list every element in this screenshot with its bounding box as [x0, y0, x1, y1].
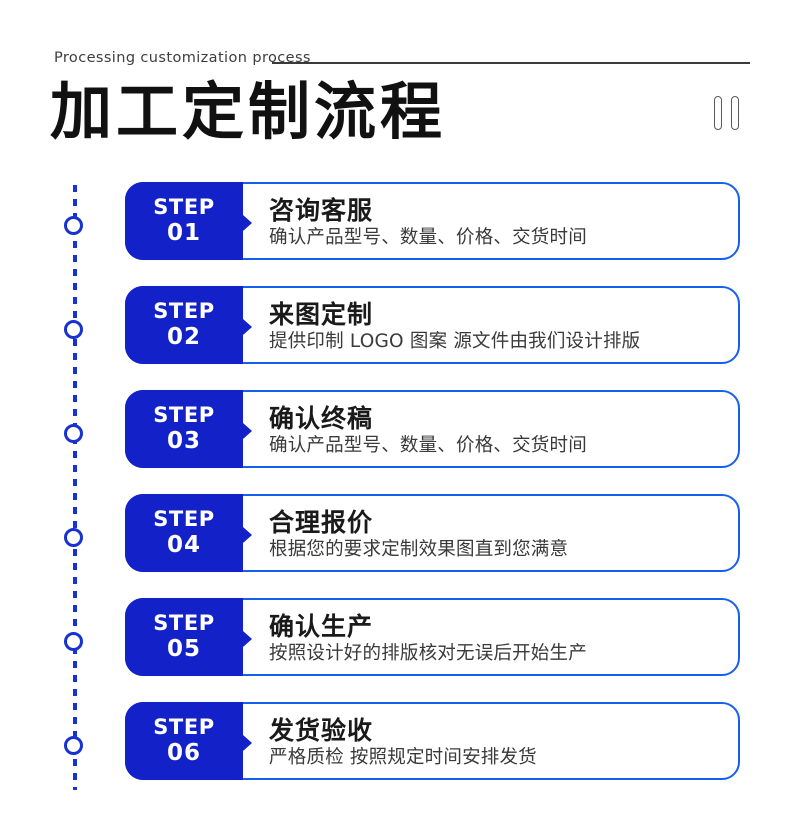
pause-bar-left [714, 96, 722, 130]
timeline-dot-6 [64, 736, 83, 755]
step-card[interactable]: STEP 02 来图定制 提供印制 LOGO 图案 源文件由我们设计排版 [125, 286, 740, 364]
step-title: 发货验收 [269, 716, 374, 745]
step-body: 合理报价 根据您的要求定制效果图直到您满意 [269, 496, 724, 574]
step-body: 确认终稿 确认产品型号、数量、价格、交货时间 [269, 392, 724, 470]
step-title: 咨询客服 [269, 196, 374, 225]
step-list: STEP 01 咨询客服 确认产品型号、数量、价格、交货时间 STEP 02 来… [125, 182, 740, 806]
step-number: 03 [166, 428, 201, 454]
step-description: 根据您的要求定制效果图直到您满意 [269, 539, 569, 560]
badge-arrow-icon [243, 423, 252, 439]
page-header: Processing customization process 加工定制流程 [0, 0, 800, 172]
step-description: 确认产品型号、数量、价格、交货时间 [269, 227, 587, 248]
step-title: 确认生产 [269, 612, 374, 641]
step-card[interactable]: STEP 05 确认生产 按照设计好的排版核对无误后开始生产 [125, 598, 740, 676]
step-description: 按照设计好的排版核对无误后开始生产 [269, 643, 587, 664]
step-number: 01 [166, 220, 201, 246]
timeline-dot-3 [64, 424, 83, 443]
step-body: 咨询客服 确认产品型号、数量、价格、交货时间 [269, 184, 724, 262]
pause-bar-right [731, 96, 739, 130]
step-label: STEP [153, 195, 215, 219]
step-badge: STEP 06 [125, 702, 243, 780]
badge-arrow-icon [243, 215, 252, 231]
step-description: 严格质检 按照规定时间安排发货 [269, 747, 537, 768]
step-badge: STEP 05 [125, 598, 243, 676]
badge-arrow-icon [243, 527, 252, 543]
step-number: 04 [166, 532, 201, 558]
step-description: 提供印制 LOGO 图案 源文件由我们设计排版 [269, 331, 641, 352]
step-card[interactable]: STEP 04 合理报价 根据您的要求定制效果图直到您满意 [125, 494, 740, 572]
step-number: 05 [166, 636, 201, 662]
badge-arrow-icon [243, 631, 252, 647]
step-title: 合理报价 [269, 508, 374, 537]
step-card[interactable]: STEP 03 确认终稿 确认产品型号、数量、价格、交货时间 [125, 390, 740, 468]
step-badge: STEP 02 [125, 286, 243, 364]
eyebrow-text: Processing customization process [54, 50, 311, 66]
step-title: 来图定制 [269, 300, 374, 329]
page-title: 加工定制流程 [50, 75, 447, 148]
step-body: 来图定制 提供印制 LOGO 图案 源文件由我们设计排版 [269, 288, 724, 366]
step-number: 02 [166, 324, 201, 350]
step-label: STEP [153, 403, 215, 427]
timeline-dot-1 [64, 216, 83, 235]
badge-arrow-icon [243, 319, 252, 335]
timeline-rail [73, 185, 77, 790]
step-label: STEP [153, 299, 215, 323]
step-label: STEP [153, 715, 215, 739]
step-number: 06 [166, 740, 201, 766]
step-description: 确认产品型号、数量、价格、交货时间 [269, 435, 587, 456]
step-label: STEP [153, 611, 215, 635]
step-badge: STEP 01 [125, 182, 243, 260]
step-badge: STEP 04 [125, 494, 243, 572]
badge-arrow-icon [243, 735, 252, 751]
step-body: 确认生产 按照设计好的排版核对无误后开始生产 [269, 600, 724, 678]
step-badge: STEP 03 [125, 390, 243, 468]
step-card[interactable]: STEP 01 咨询客服 确认产品型号、数量、价格、交货时间 [125, 182, 740, 260]
step-label: STEP [153, 507, 215, 531]
pause-icon [714, 96, 744, 130]
timeline-dot-2 [64, 320, 83, 339]
step-title: 确认终稿 [269, 404, 374, 433]
timeline-dot-5 [64, 632, 83, 651]
step-body: 发货验收 严格质检 按照规定时间安排发货 [269, 704, 724, 782]
step-card[interactable]: STEP 06 发货验收 严格质检 按照规定时间安排发货 [125, 702, 740, 780]
header-divider-line [272, 62, 750, 64]
timeline-dot-4 [64, 528, 83, 547]
